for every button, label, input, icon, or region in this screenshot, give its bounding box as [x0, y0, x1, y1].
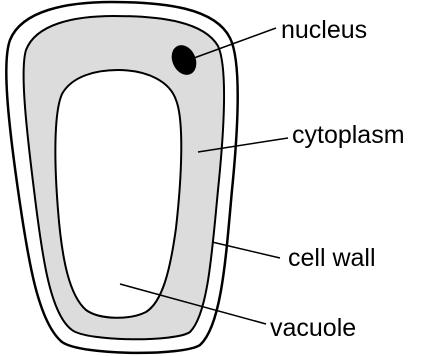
vacuole-label: vacuole: [270, 314, 356, 342]
cytoplasm-label: cytoplasm: [292, 121, 405, 149]
vacuole: [55, 70, 181, 318]
nucleus-label: nucleus: [281, 16, 367, 44]
cell-wall-label: cell wall: [288, 244, 376, 272]
